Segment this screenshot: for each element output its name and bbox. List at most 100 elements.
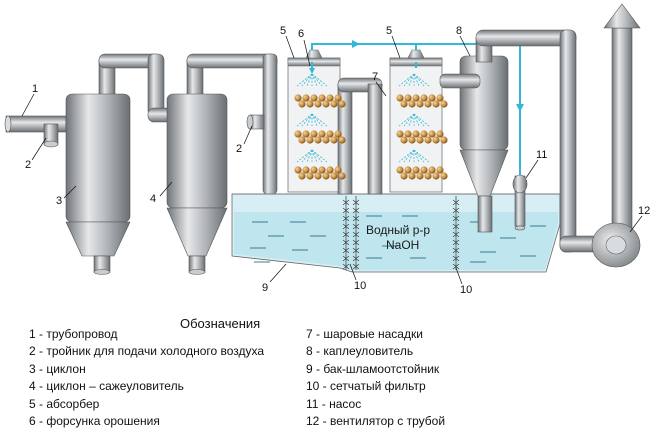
mesh-mark (352, 199, 360, 206)
fan-with-stack (591, 3, 641, 268)
packing-ball (326, 166, 334, 174)
packing-ball (428, 94, 436, 102)
packing-ball (338, 136, 346, 144)
mesh-filter-marks (342, 199, 460, 270)
packing-ball (334, 130, 342, 138)
flow-arrow (352, 40, 360, 48)
packing-ball (408, 100, 416, 108)
mesh-mark (452, 199, 460, 206)
packing-ball (330, 136, 338, 144)
part-numbers: 1 2 3 4 2 5 6 5 7 8 9 10 10 11 12 (25, 25, 650, 296)
packing-ball (404, 130, 412, 138)
mesh-mark (452, 247, 460, 254)
connecting-pipe-2 (186, 53, 278, 195)
spray-jet (301, 113, 313, 127)
packing-ball (428, 130, 436, 138)
legend-title: Обозначения (180, 316, 261, 331)
cyclone (65, 59, 131, 275)
spray-jet (413, 149, 420, 163)
legend-item: 6 - форсунка орошения (29, 414, 160, 429)
packing-ball (318, 94, 326, 102)
packing-ball (440, 172, 448, 180)
label-3: 3 (56, 195, 62, 207)
packing-ball (294, 94, 302, 102)
spray-jet (408, 149, 415, 163)
mesh-mark (352, 215, 360, 222)
packing-ball (416, 136, 424, 144)
legend-item: 12 - вентилятор с трубой (306, 414, 446, 429)
packing-ball (412, 166, 420, 174)
packing-ball (396, 166, 404, 174)
packing-ball (420, 166, 428, 174)
packing-ball (310, 166, 318, 174)
mesh-mark (452, 215, 460, 222)
spray-jet (413, 73, 425, 87)
packing-ball (314, 172, 322, 180)
spray-jet (413, 113, 420, 127)
ball-packings (294, 94, 448, 180)
packing-ball (432, 136, 440, 144)
mesh-mark (342, 239, 350, 246)
mesh-mark (452, 239, 460, 246)
air-tee-2 (246, 114, 265, 130)
spray-jet (413, 73, 420, 87)
mesh-mark (452, 255, 460, 262)
packing-ball (298, 136, 306, 144)
packing-ball (436, 130, 444, 138)
label-10b: 10 (460, 284, 472, 296)
packing-ball (416, 172, 424, 180)
packing-ball (424, 100, 432, 108)
label-12: 12 (638, 205, 650, 217)
label-1: 1 (32, 83, 38, 95)
packing-ball (302, 94, 310, 102)
spray-jet (311, 149, 323, 163)
droplet-separator (439, 37, 509, 233)
legend-item: 1 - трубопровод (29, 327, 118, 341)
mesh-mark (452, 231, 460, 238)
packing-ball (416, 100, 424, 108)
spray-jet (403, 73, 415, 87)
packing-ball (322, 136, 330, 144)
label-2: 2 (25, 159, 31, 171)
mesh-mark (342, 231, 350, 238)
spray-jet (413, 149, 425, 163)
spray-jet (311, 149, 318, 163)
mesh-mark (352, 239, 360, 246)
label-11: 11 (536, 149, 547, 161)
packing-ball (424, 136, 432, 144)
packing-ball (412, 130, 420, 138)
mesh-mark (352, 231, 360, 238)
packing-ball (294, 130, 302, 138)
packing-ball (432, 100, 440, 108)
mesh-mark (342, 255, 350, 262)
packing-ball (326, 94, 334, 102)
packing-ball (302, 130, 310, 138)
mesh-mark (352, 223, 360, 230)
packing-ball (322, 100, 330, 108)
packing-ball (420, 130, 428, 138)
packing-ball (314, 100, 322, 108)
legend-item: 3 - циклон (29, 361, 86, 376)
mesh-mark (452, 207, 460, 214)
mesh-mark (342, 199, 350, 206)
packing-ball (428, 166, 436, 174)
packing-ball (396, 94, 404, 102)
packing-ball (318, 166, 326, 174)
absorber-connector (337, 77, 383, 195)
packing-ball (322, 172, 330, 180)
legend-item: 7 - шаровые насадки (306, 327, 423, 341)
packing-ball (420, 94, 428, 102)
packing-ball (314, 136, 322, 144)
legend-item: 5 - абсорбер (29, 396, 100, 411)
packing-ball (424, 172, 432, 180)
spray-jet (408, 113, 415, 127)
packing-ball (310, 130, 318, 138)
packing-ball (298, 172, 306, 180)
packing-ball (408, 136, 416, 144)
packing-ball (338, 100, 346, 108)
mesh-mark (352, 207, 360, 214)
spray-jet (306, 149, 313, 163)
label-5a: 5 (280, 25, 286, 37)
label-6: 6 (298, 28, 304, 40)
